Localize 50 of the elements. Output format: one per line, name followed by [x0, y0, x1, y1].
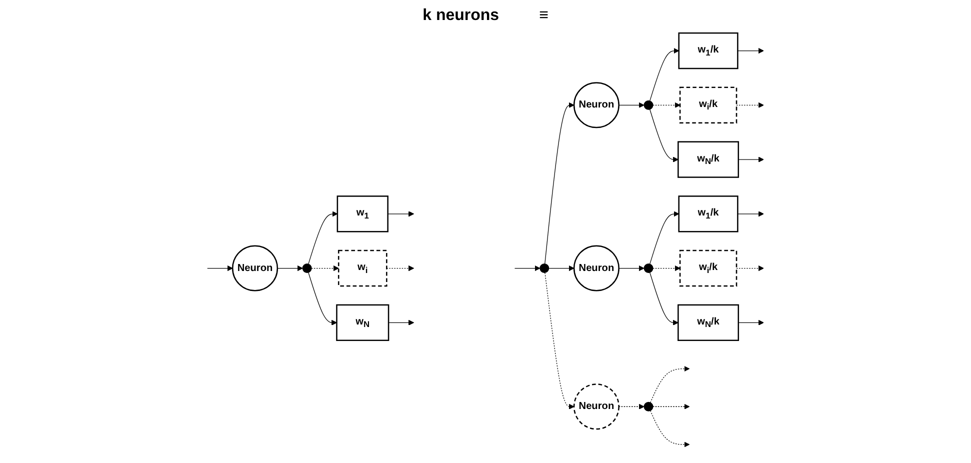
- junction-dot: [644, 100, 654, 110]
- weight-box: w$_{1}$/k: [678, 196, 738, 232]
- weight-box: w$_{i}$/k: [679, 250, 738, 287]
- arrow: [311, 266, 339, 272]
- arrow: [548, 266, 574, 272]
- arrow: [736, 102, 764, 108]
- arrow: [738, 156, 764, 162]
- arrow: [618, 404, 644, 410]
- weight-box: w$_{1}$/k: [678, 32, 738, 70]
- arrow: [650, 48, 680, 102]
- arrow: [650, 211, 680, 264]
- arrow: [618, 266, 644, 272]
- arrow: [650, 410, 690, 448]
- neuron-circle: Neuron: [573, 245, 620, 292]
- arrow: [652, 102, 680, 108]
- weight-box: w$_{1}$: [336, 196, 388, 232]
- junction-dot: [302, 264, 312, 273]
- neuron-circle: Neuron: [573, 384, 620, 430]
- junction-dot: [644, 264, 654, 273]
- arrow: [736, 266, 764, 272]
- arrow: [544, 102, 574, 264]
- arrow: [737, 48, 764, 54]
- arrow: [650, 109, 678, 162]
- weight-box: w$_{N}$: [336, 304, 390, 341]
- arrow: [388, 320, 414, 326]
- junction-dot: [644, 402, 654, 412]
- arrow: [388, 211, 414, 217]
- arrow: [652, 266, 680, 272]
- arrow: [652, 404, 690, 410]
- arrow: [277, 266, 303, 272]
- weight-box: w$_{N}$/k: [678, 141, 740, 178]
- group-label: k neurons: [422, 7, 500, 25]
- neuron-circle: Neuron: [232, 245, 278, 292]
- arrow: [737, 211, 764, 217]
- equivalence-sign: ≡: [539, 7, 548, 25]
- arrow: [207, 266, 233, 272]
- arrow: [618, 102, 644, 108]
- arrow: [308, 211, 338, 264]
- weight-box: w$_{i}$/k: [679, 86, 738, 124]
- arrow: [386, 266, 414, 272]
- arrow: [650, 272, 678, 326]
- arrow: [738, 320, 764, 326]
- arrow: [650, 366, 690, 403]
- arrow: [514, 266, 540, 272]
- junction-dot: [540, 264, 550, 273]
- arrow: [308, 272, 337, 326]
- neuron-circle: Neuron: [573, 82, 620, 128]
- weight-box: w$_{i}$: [338, 250, 388, 287]
- weight-box: w$_{N}$/k: [678, 304, 740, 341]
- arrow: [544, 272, 574, 410]
